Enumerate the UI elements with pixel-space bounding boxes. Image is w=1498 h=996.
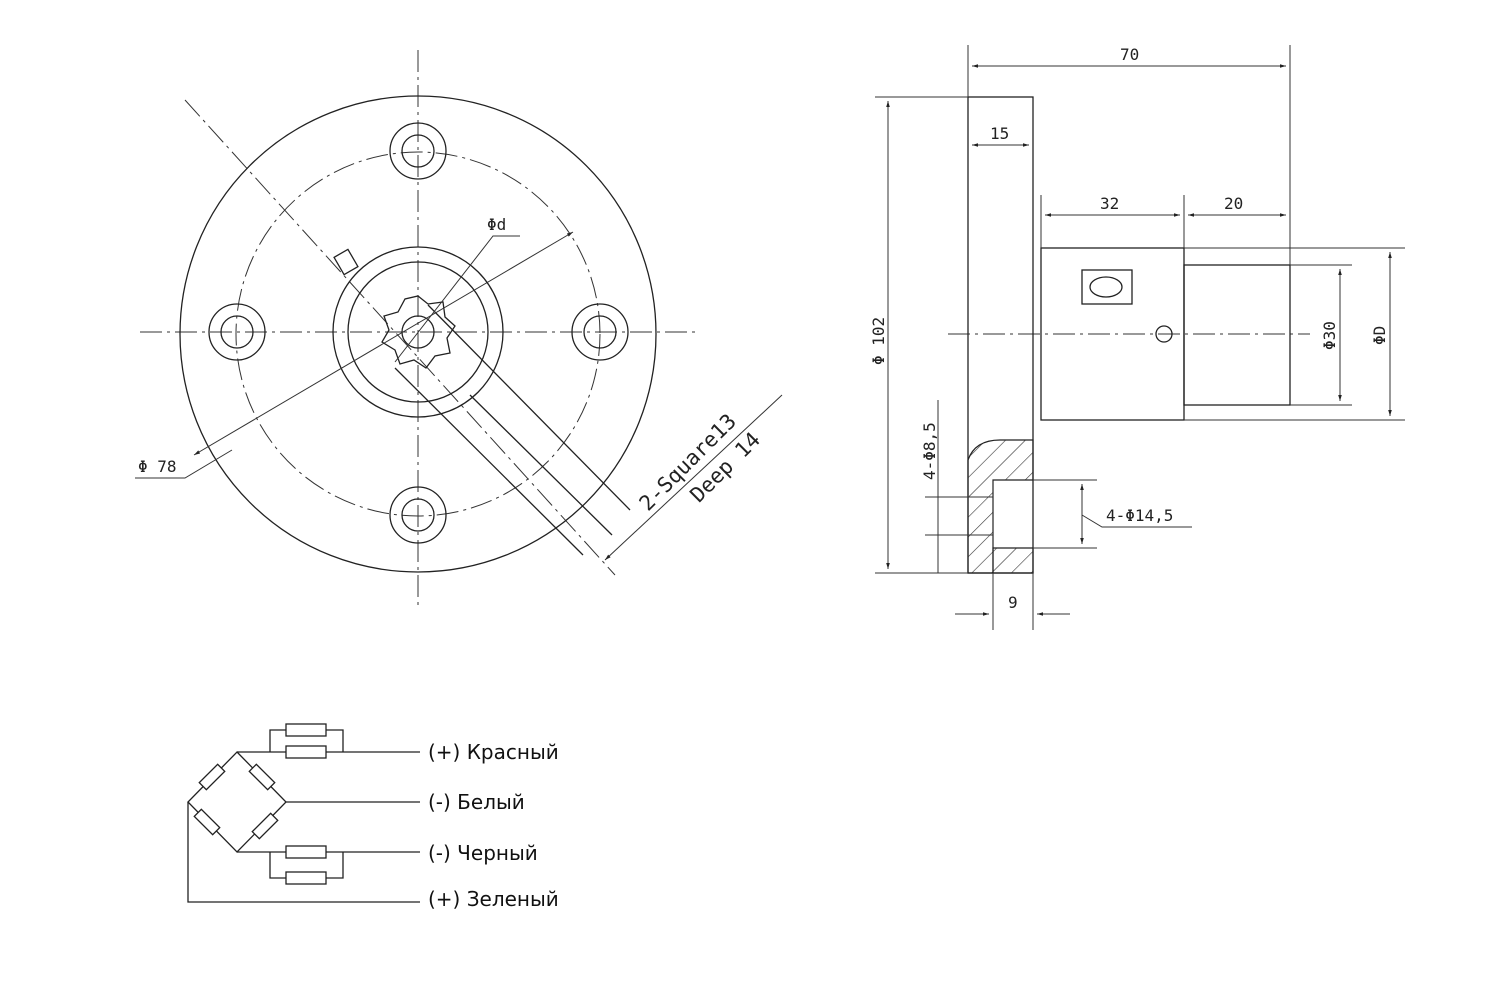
connector-icon bbox=[1081, 269, 1133, 305]
side-view: 70 15 32 20 Φ 102 Φ30 ΦD 4-Φ8,5 4-Φ14,5 bbox=[869, 45, 1405, 630]
wiring-diagram: (+) Красный (-) Белый (-) Черный (+) Зел… bbox=[187, 723, 559, 911]
dim-14-5: 4-Φ14,5 bbox=[1106, 506, 1173, 525]
wire-label-red: (+) Красный bbox=[428, 740, 559, 764]
dim-8-5: 4-Φ8,5 bbox=[920, 422, 939, 480]
wire-label-green: (+) Зеленый bbox=[428, 887, 559, 911]
key-tab bbox=[333, 248, 359, 276]
shaft-cylinder bbox=[1183, 264, 1291, 406]
dim-15: 15 bbox=[990, 124, 1009, 143]
flange-outer-circle bbox=[179, 95, 657, 573]
front-view: Φ 78 Φd 2-Square13 Deep 14 bbox=[135, 50, 783, 605]
phi-d-label: Φd bbox=[487, 215, 506, 234]
wire-label-white: (-) Белый bbox=[428, 790, 525, 814]
dim-9: 9 bbox=[1008, 593, 1018, 612]
wire-label-black: (-) Черный bbox=[428, 841, 538, 865]
dim-70: 70 bbox=[1120, 45, 1139, 64]
phi-78-label: Φ 78 bbox=[138, 457, 177, 476]
dim-20: 20 bbox=[1224, 194, 1243, 213]
dim-D: ΦD bbox=[1370, 326, 1389, 345]
dim-30: Φ30 bbox=[1320, 321, 1339, 350]
dim-102: Φ 102 bbox=[869, 317, 888, 365]
dim-32: 32 bbox=[1100, 194, 1119, 213]
